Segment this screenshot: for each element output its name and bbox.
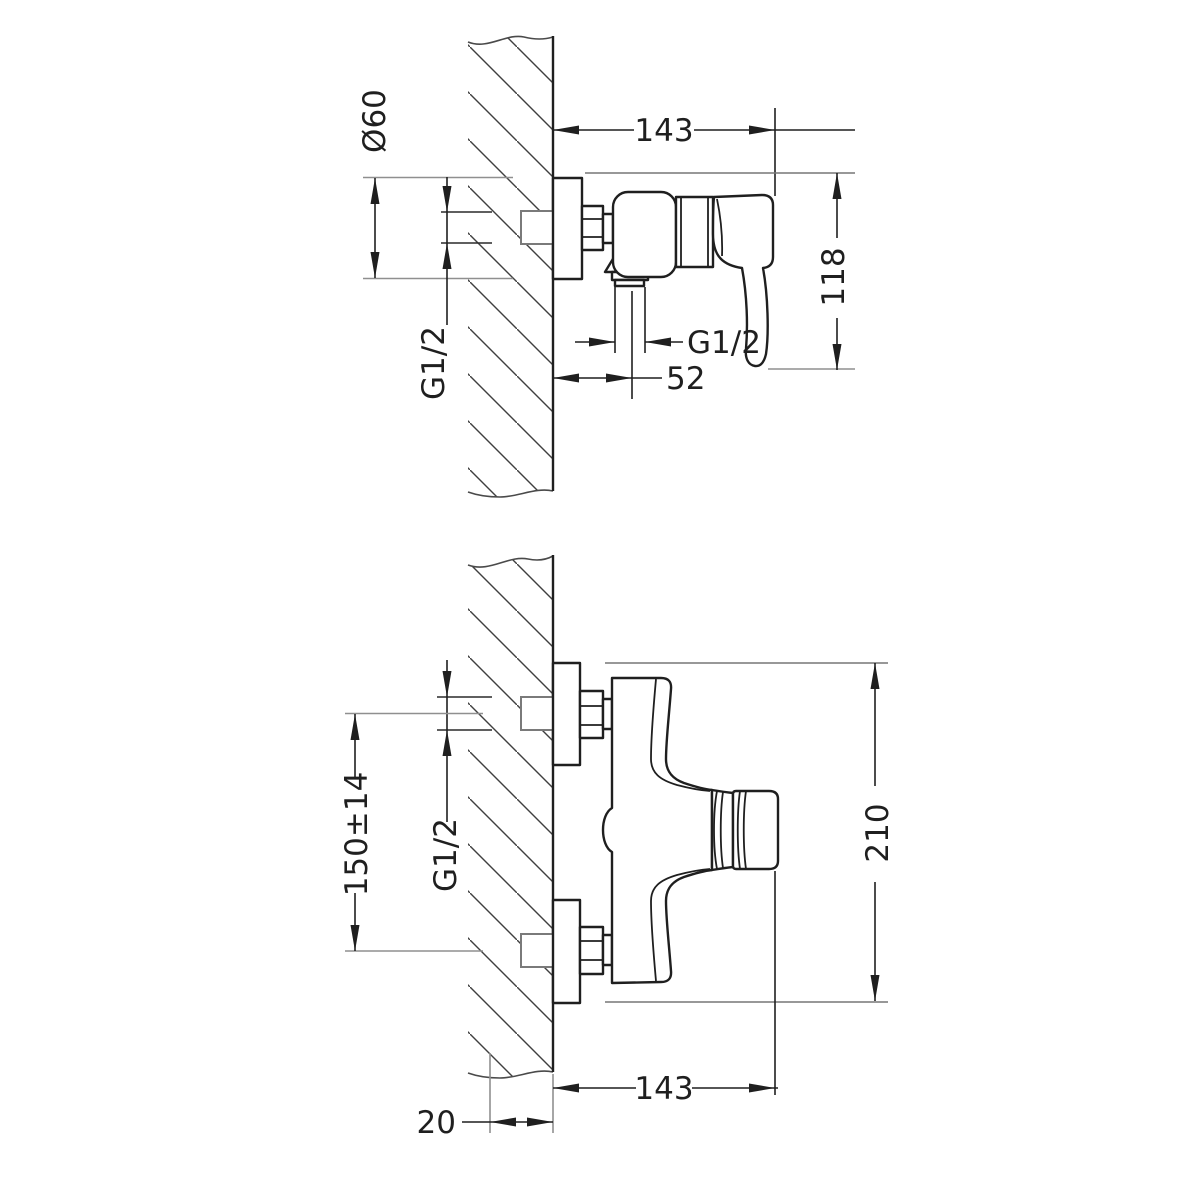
handle-contour	[716, 198, 724, 257]
mixer-front	[520, 661, 780, 1005]
wall-flange-bottom	[551, 898, 582, 1005]
dim-front-inlet-thread: G1/2	[428, 818, 464, 892]
hex-nut-top	[578, 689, 605, 740]
neck-ring	[713, 790, 718, 870]
dim-outlet-thread: G1/2	[687, 325, 761, 361]
wall-hatch	[468, 556, 553, 1078]
dim-side-inlet-thread: G1/2	[416, 326, 452, 400]
body-contour-bottom	[650, 868, 711, 982]
body-contour-top	[650, 678, 711, 792]
lever-handle	[711, 193, 775, 368]
mixer-body	[601, 676, 714, 985]
hex-nut-bottom	[578, 925, 605, 976]
wall-flange	[551, 176, 584, 281]
grip-collar	[736, 790, 741, 870]
dim-wall-thickness: 20	[417, 1105, 456, 1141]
handle-grip	[731, 789, 780, 871]
dim-side-width: 143	[634, 113, 693, 149]
wall-break-top	[467, 555, 554, 568]
dim-outlet-offset: 52	[666, 361, 705, 397]
adapter	[601, 212, 615, 245]
wall-break-bottom	[467, 1070, 554, 1079]
inlet-stub	[520, 210, 554, 245]
wall-break-bottom	[467, 489, 554, 498]
wall-hatch	[468, 36, 553, 497]
dim-flange-diameter: Ø60	[357, 89, 393, 153]
neck-ring	[719, 791, 724, 869]
wall-break-top	[467, 35, 554, 45]
wall-section	[467, 555, 555, 1079]
front-view: G1/2 150±14 210 143	[339, 555, 896, 1141]
hex-nut	[580, 204, 605, 252]
dim-front-width: 143	[634, 1071, 693, 1107]
inlet-stub-bottom	[520, 933, 554, 968]
outlet-lower	[613, 278, 646, 288]
mixer-side	[520, 176, 775, 368]
dim-front-height: 210	[860, 803, 896, 862]
inlet-stub-top	[520, 696, 554, 731]
wall-flange-top	[551, 661, 582, 767]
side-view: 143 Ø60 G1/2 118	[357, 35, 855, 498]
wall-section	[467, 35, 555, 498]
cartridge-body	[611, 190, 678, 279]
front-view-dimensions: G1/2 150±14 210 143	[339, 660, 896, 1141]
dim-side-height: 118	[816, 247, 852, 306]
dim-inlet-spacing: 150±14	[339, 772, 375, 897]
grip-collar	[742, 790, 747, 870]
adapter-bottom	[601, 933, 614, 967]
adapter-top	[601, 697, 614, 731]
side-view-dimensions: 143 Ø60 G1/2 118	[357, 89, 855, 400]
